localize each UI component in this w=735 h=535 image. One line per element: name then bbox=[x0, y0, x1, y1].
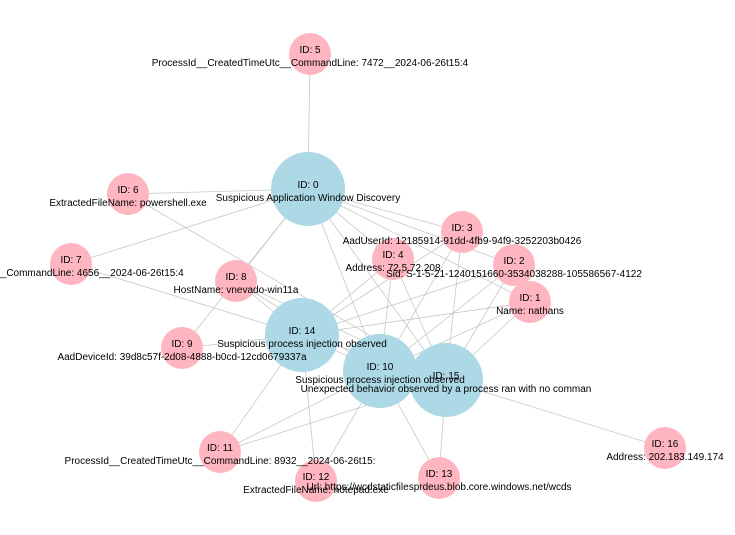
node-2-text-label: Sid: S-1-5-21-1240151660-3534038288-1055… bbox=[386, 269, 642, 280]
node-16-id-label: ID: 16 bbox=[652, 439, 679, 450]
node-3-text-label: AadUserId: 12185914-91dd-4fb9-94f9-32522… bbox=[343, 236, 582, 247]
edge-15-16 bbox=[445, 379, 666, 449]
node-8[interactable] bbox=[215, 260, 257, 302]
node-3[interactable] bbox=[441, 211, 483, 253]
node-7[interactable] bbox=[50, 243, 92, 285]
node-14-text-label: Suspicious process injection observed bbox=[217, 339, 387, 350]
node-16-text-label: Address: 202.183.149.174 bbox=[606, 452, 724, 463]
node-9[interactable] bbox=[161, 327, 203, 369]
node-9-id-label: ID: 9 bbox=[171, 339, 193, 350]
node-15-id-label: ID: 15 bbox=[433, 371, 460, 382]
node-15[interactable] bbox=[409, 343, 483, 417]
edge-0-15 bbox=[307, 188, 447, 381]
node-1-id-label: ID: 1 bbox=[519, 293, 541, 304]
node-4-text-label: Address: 72.5.72.208 bbox=[345, 263, 441, 274]
node-5[interactable] bbox=[289, 33, 331, 75]
node-11-text-label: ProcessId__CreatedTimeUtc__CommandLine: … bbox=[65, 456, 376, 467]
node-16[interactable] bbox=[644, 427, 686, 469]
node-0[interactable] bbox=[271, 152, 345, 226]
node-13[interactable] bbox=[418, 457, 460, 499]
edge-14-2 bbox=[301, 264, 515, 336]
edge-0-7 bbox=[70, 188, 309, 265]
node-12[interactable] bbox=[295, 460, 337, 502]
node-9-text-label: AadDeviceId: 39d8c57f-2d08-4888-b0cd-12c… bbox=[57, 352, 307, 363]
edge-14-1 bbox=[301, 301, 531, 336]
node-15-text-label: Unexpected behavior observed by a proces… bbox=[301, 384, 592, 395]
node-5-text-label: ProcessId__CreatedTimeUtc__CommandLine: … bbox=[152, 58, 469, 69]
node-4[interactable] bbox=[372, 238, 414, 280]
node-1-text-label: Name: nathans bbox=[496, 306, 564, 317]
node-6[interactable] bbox=[107, 173, 149, 215]
node-0-id-label: ID: 0 bbox=[297, 180, 319, 191]
node-2-id-label: ID: 2 bbox=[503, 256, 525, 267]
node-2[interactable] bbox=[493, 244, 535, 286]
node-12-id-label: ID: 12 bbox=[303, 472, 330, 483]
node-6-id-label: ID: 6 bbox=[117, 185, 139, 196]
node-3-id-label: ID: 3 bbox=[451, 223, 473, 234]
edge-14-7 bbox=[70, 263, 303, 336]
node-10-text-label: Suspicious process injection observed bbox=[295, 375, 465, 386]
node-14[interactable] bbox=[265, 298, 339, 372]
node-13-id-label: ID: 13 bbox=[426, 469, 453, 480]
node-1[interactable] bbox=[509, 281, 551, 323]
node-7-text-label: TimeUtc__CommandLine: 4656__2024-06-26t1… bbox=[0, 268, 184, 279]
edge-0-1 bbox=[307, 188, 531, 303]
node-6-text-label: ExtractedFileName: powershell.exe bbox=[49, 198, 207, 209]
node-7-id-label: ID: 7 bbox=[60, 255, 82, 266]
node-14-id-label: ID: 14 bbox=[289, 326, 316, 337]
node-13-text-label: Url: https://wcdstaticfilesprdeus.blob.c… bbox=[306, 482, 571, 493]
node-10-id-label: ID: 10 bbox=[367, 362, 394, 373]
node-4-id-label: ID: 4 bbox=[382, 250, 404, 261]
node-12-text-label: ExtractedFileName: notepad.exe bbox=[243, 485, 389, 496]
node-0-text-label: Suspicious Application Window Discovery bbox=[216, 193, 401, 204]
node-11[interactable] bbox=[199, 431, 241, 473]
graph-labels: ID: 0 Suspicious Application Window Disco… bbox=[0, 45, 724, 496]
node-10[interactable] bbox=[343, 334, 417, 408]
graph-nodes bbox=[50, 33, 686, 502]
node-11-id-label: ID: 11 bbox=[207, 443, 233, 454]
node-8-text-label: HostName: vnevado-win11a bbox=[174, 285, 299, 296]
node-5-id-label: ID: 5 bbox=[299, 45, 321, 56]
node-8-id-label: ID: 8 bbox=[225, 272, 247, 283]
